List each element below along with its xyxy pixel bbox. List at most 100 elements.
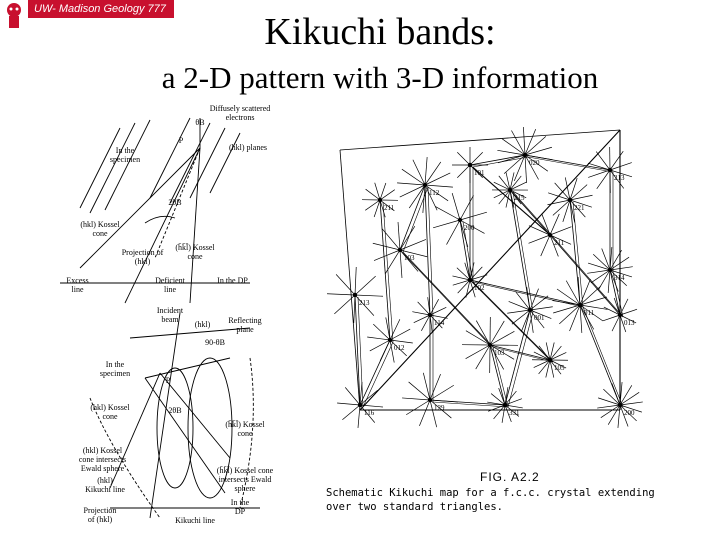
kikuchi-pole [507, 187, 513, 193]
label-kossel-bar-top: (h̄k̄l̄) Kossel cone [175, 243, 215, 261]
kikuchi-line [538, 359, 551, 375]
kikuchi-line [549, 234, 621, 316]
label-specimen-bottom: In the specimen [99, 360, 131, 378]
label-in-dp-top: In the DP [217, 276, 248, 285]
kikuchi-line [564, 177, 571, 201]
kikuchi-line [609, 247, 613, 271]
kikuchi-line [339, 149, 361, 411]
kikuchi-line [413, 314, 431, 324]
pole-label: 011 [584, 309, 595, 317]
kikuchi-line [501, 138, 526, 156]
kikuchi-line [609, 151, 624, 171]
kikuchi-line [429, 314, 448, 319]
kikuchi-line [372, 242, 401, 251]
kikuchi-line [609, 266, 633, 271]
kikuchi-line [429, 399, 458, 403]
kikuchi-line [429, 384, 454, 401]
kikuchi-pole [352, 292, 358, 298]
label-kikuchi-hkl: (hkl) Kikuchi line [85, 476, 125, 494]
kikuchi-line [508, 301, 531, 311]
kikuchi-line [549, 213, 560, 236]
kikuchi-line [421, 314, 431, 331]
kikuchi-line [592, 254, 611, 271]
kikuchi-line [501, 404, 506, 423]
kikuchi-line [389, 328, 411, 341]
kikuchi-line [577, 277, 581, 306]
kikuchi-line [596, 169, 611, 189]
kikuchi-line [354, 294, 361, 406]
kikuchi-line [498, 388, 506, 406]
kikuchi-line [389, 319, 401, 341]
pole-label: 314 [614, 274, 625, 282]
label-two-theta-top: 2θB [168, 198, 182, 207]
label-kossel-hkl-top: (hkl) Kossel cone [80, 220, 120, 238]
kikuchi-line [469, 154, 526, 166]
kikuchi-line [609, 269, 619, 292]
label-specimen-top: In the specimen [109, 146, 141, 164]
kikuchi-line [521, 309, 531, 332]
kikuchi-line [545, 342, 551, 361]
kikuchi-line [379, 199, 395, 212]
kikuchi-line [609, 256, 630, 271]
kikuchi-line [337, 402, 361, 406]
kikuchi-line [362, 341, 394, 408]
kikuchi-line [465, 330, 491, 346]
kikuchi-line [562, 199, 571, 222]
kossel-cone-diagram: Diffusely scattered electrons (hkl) plan… [50, 98, 285, 530]
kikuchi-line [389, 339, 395, 363]
kikuchi-pole [617, 402, 623, 408]
kikuchi-line [619, 404, 642, 413]
kikuchi-line [469, 279, 488, 285]
kikuchi-line [541, 213, 551, 236]
pole-label: 221 [574, 204, 585, 212]
kikuchi-line [588, 169, 611, 178]
kikuchi-line [504, 398, 522, 406]
kikuchi-line [538, 345, 551, 361]
kikuchi-line [399, 249, 403, 278]
kikuchi-line [429, 399, 452, 419]
kikuchi-line [475, 320, 491, 346]
label-intersects-2: (h̄k̄l̄) Kossel cone intersects Ewald sp… [216, 466, 274, 493]
kikuchi-line [489, 320, 505, 346]
kikuchi-line [527, 156, 614, 173]
kikuchi-line [365, 199, 381, 211]
kikuchi-line [402, 397, 431, 401]
kikuchi-line [424, 184, 431, 316]
kikuchi-line [498, 189, 511, 205]
kikuchi-line [359, 389, 378, 406]
kikuchi-line [579, 296, 607, 306]
kikuchi-pole [457, 217, 463, 223]
kikuchi-line [503, 154, 526, 174]
pole-label: 101 [474, 169, 485, 177]
kikuchi-line [446, 219, 461, 245]
kikuchi-line [609, 269, 621, 316]
kikuchi-line [529, 295, 549, 311]
pole-label: 211 [384, 204, 395, 212]
kikuchi-line [493, 404, 506, 420]
label-p-top: P [178, 136, 184, 145]
label-ninety: 90-θB [205, 338, 225, 347]
kikuchi-line [603, 306, 621, 316]
kikuchi-line [515, 291, 531, 311]
kikuchi-line [526, 287, 531, 311]
pole-label: 012 [394, 344, 405, 352]
pole-label: 213 [359, 299, 370, 307]
kikuchi-line [524, 154, 527, 183]
kikuchi-line [379, 199, 391, 341]
kikuchi-line [417, 301, 431, 316]
kikuchi-line [408, 184, 426, 209]
label-kikuchi-line: Kikuchi line [175, 516, 215, 525]
kikuchi-pole [427, 312, 433, 318]
kikuchi-line [489, 330, 515, 346]
kikuchi-line [459, 219, 485, 234]
kikuchi-line [524, 154, 549, 172]
kikuchi-line [619, 314, 637, 324]
kikuchi-line [464, 262, 471, 281]
kikuchi-line [462, 221, 474, 283]
kikuchi-line [424, 161, 442, 186]
kikuchi-line [545, 359, 551, 378]
kikuchi-line [399, 249, 491, 346]
kikuchi-line [424, 184, 453, 188]
kikuchi-pole [487, 342, 493, 348]
kikuchi-line [549, 226, 572, 236]
